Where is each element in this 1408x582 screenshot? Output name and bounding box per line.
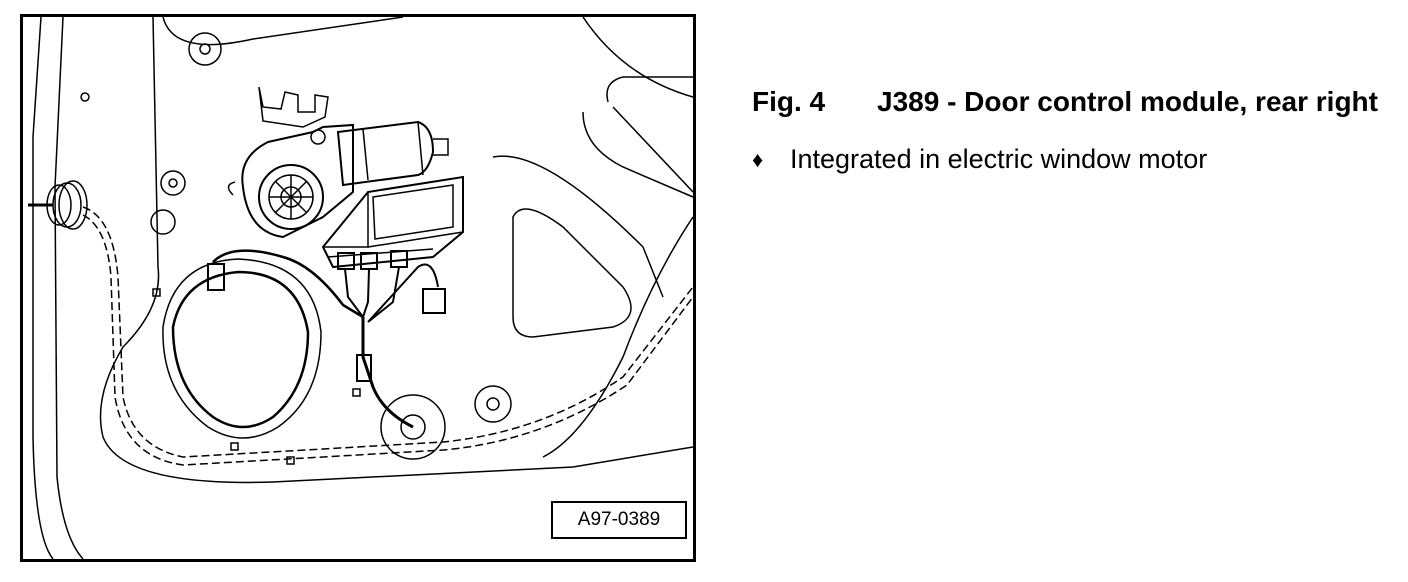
door-inner-panel xyxy=(99,17,693,484)
caption-bullet: ♦ Integrated in electric window motor xyxy=(752,142,1392,177)
clip-4 xyxy=(286,456,295,465)
bullet-text: Integrated in electric window motor xyxy=(790,144,1208,174)
inner-rib xyxy=(492,155,664,298)
door-edge-left xyxy=(32,17,54,559)
door-line-art xyxy=(28,17,693,559)
door-right-contour xyxy=(582,17,693,98)
mount-hole-2 xyxy=(160,170,186,196)
figure-title: J389 - Door control module, rear right xyxy=(877,86,1378,117)
door-edge-inner xyxy=(54,17,84,559)
wiring-harness-b xyxy=(82,214,693,466)
wiring-grommet xyxy=(28,180,88,230)
mount-hole-1 xyxy=(188,32,222,66)
mount-hole-1-inner xyxy=(199,43,211,55)
mounting-bracket xyxy=(258,86,329,128)
figure-number: Fig. 4 xyxy=(752,86,826,117)
window-motor xyxy=(227,120,449,239)
speaker-opening xyxy=(171,270,310,429)
door-control-module xyxy=(321,175,464,269)
caption-heading: Fig. 4 J389 - Door control module, rear … xyxy=(752,84,1392,120)
small-hole xyxy=(80,92,90,102)
mount-hole-4 xyxy=(474,385,512,423)
door-right-edge xyxy=(542,216,693,458)
door-top-contour xyxy=(162,17,404,46)
triangle-cutout xyxy=(512,208,632,338)
figure-id-label: A97-0389 xyxy=(551,501,687,539)
clip-1 xyxy=(152,288,161,297)
clip-3 xyxy=(230,442,239,451)
speaker-opening-outer xyxy=(162,258,322,439)
mount-hole-3 xyxy=(150,209,176,235)
grommet-hole xyxy=(400,414,426,440)
wiring-harness-a xyxy=(82,206,693,458)
door-diagram: A97-0389 xyxy=(20,14,696,562)
clip-2 xyxy=(352,388,361,397)
window-frame-curve xyxy=(582,111,693,198)
window-opening xyxy=(606,76,693,193)
figure-caption: Fig. 4 J389 - Door control module, rear … xyxy=(752,84,1392,177)
connector-cables xyxy=(207,249,446,429)
mount-hole-4-inner xyxy=(486,397,500,411)
diamond-bullet-icon: ♦ xyxy=(752,147,764,172)
mount-hole-2-inner xyxy=(168,178,178,188)
grommet-ring xyxy=(380,394,446,460)
